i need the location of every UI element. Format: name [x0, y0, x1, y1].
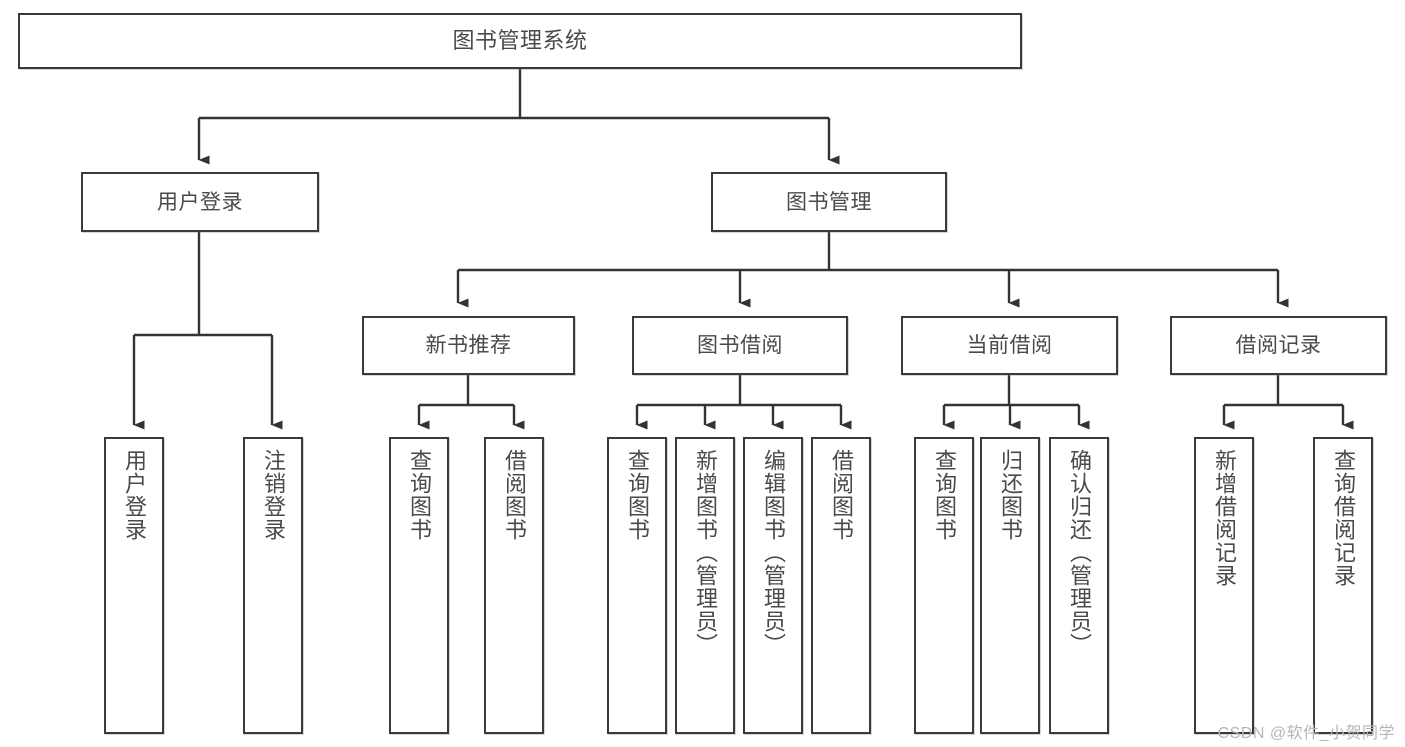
- node-leaf-confirm-return-admin-label: 确认归还（管理员）: [1066, 449, 1092, 656]
- node-leaf-borrow-book-rec[interactable]: 借阅图书: [484, 437, 544, 734]
- node-leaf-query-borrow-record-label: 查询借阅记录: [1330, 449, 1356, 587]
- node-leaf-user-login[interactable]: 用户登录: [104, 437, 164, 734]
- node-leaf-query-book-borrow[interactable]: 查询图书: [607, 437, 667, 734]
- node-root-label: 图书管理系统: [452, 28, 588, 53]
- node-leaf-borrow-book-rec-label: 借阅图书: [501, 449, 527, 541]
- node-book-manage-label: 图书管理: [786, 190, 872, 214]
- node-leaf-query-borrow-record[interactable]: 查询借阅记录: [1313, 437, 1373, 734]
- node-current-borrow-label: 当前借阅: [966, 334, 1053, 357]
- node-new-book-recommendation[interactable]: 新书推荐: [362, 316, 575, 375]
- node-leaf-logout[interactable]: 注销登录: [243, 437, 303, 734]
- node-leaf-query-book-rec[interactable]: 查询图书: [389, 437, 449, 734]
- node-leaf-add-book-admin-label: 新增图书（管理员）: [692, 449, 718, 656]
- node-leaf-return-book[interactable]: 归还图书: [980, 437, 1040, 734]
- node-new-book-recommendation-label: 新书推荐: [425, 334, 512, 357]
- node-leaf-return-book-label: 归还图书: [997, 449, 1023, 541]
- node-book-borrow[interactable]: 图书借阅: [632, 316, 848, 375]
- node-leaf-user-login-label: 用户登录: [121, 449, 147, 541]
- node-borrow-record[interactable]: 借阅记录: [1170, 316, 1387, 375]
- node-leaf-query-book-rec-label: 查询图书: [406, 449, 432, 541]
- node-book-borrow-label: 图书借阅: [697, 334, 783, 357]
- node-leaf-query-book-current[interactable]: 查询图书: [914, 437, 974, 734]
- node-leaf-add-borrow-record[interactable]: 新增借阅记录: [1194, 437, 1254, 734]
- node-leaf-borrow-book-label: 借阅图书: [828, 449, 854, 541]
- node-leaf-query-book-current-label: 查询图书: [931, 449, 957, 541]
- node-book-manage[interactable]: 图书管理: [711, 172, 947, 232]
- node-leaf-query-book-borrow-label: 查询图书: [624, 449, 650, 541]
- node-leaf-add-borrow-record-label: 新增借阅记录: [1211, 449, 1237, 587]
- node-leaf-logout-label: 注销登录: [260, 449, 286, 541]
- node-leaf-confirm-return-admin[interactable]: 确认归还（管理员）: [1049, 437, 1109, 734]
- node-leaf-edit-book-admin-label: 编辑图书（管理员）: [760, 449, 786, 656]
- node-current-borrow[interactable]: 当前借阅: [901, 316, 1118, 375]
- csdn-watermark: CSDN @软件_小贺同学: [1217, 725, 1395, 742]
- node-leaf-add-book-admin[interactable]: 新增图书（管理员）: [675, 437, 735, 734]
- node-user-login-label: 用户登录: [157, 190, 243, 214]
- node-leaf-borrow-book[interactable]: 借阅图书: [811, 437, 871, 734]
- node-root[interactable]: 图书管理系统: [18, 13, 1022, 69]
- node-user-login[interactable]: 用户登录: [81, 172, 319, 232]
- node-leaf-edit-book-admin[interactable]: 编辑图书（管理员）: [743, 437, 803, 734]
- node-borrow-record-label: 借阅记录: [1235, 334, 1322, 357]
